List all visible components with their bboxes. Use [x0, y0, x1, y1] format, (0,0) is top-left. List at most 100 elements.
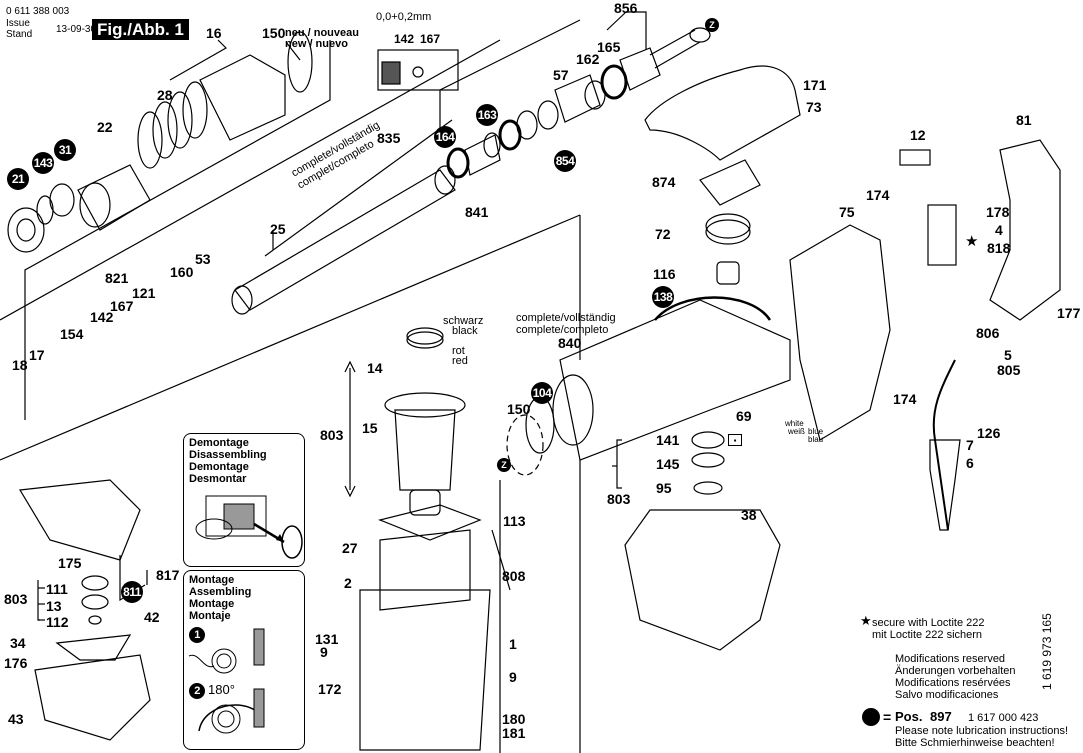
lube-badge-811[interactable]: 811	[121, 581, 143, 603]
callout-167[interactable]: 167	[110, 298, 134, 314]
callout-172[interactable]: 172	[318, 681, 342, 697]
callout-803-bearing[interactable]: 803	[4, 591, 28, 607]
callout-171[interactable]: 171	[803, 77, 827, 93]
ref-marker-z-top[interactable]: Z	[705, 18, 719, 32]
part-81-rear-handle	[989, 139, 1061, 321]
callout-178[interactable]: 178	[986, 204, 1010, 220]
part-57-shape	[554, 74, 601, 123]
callout-28[interactable]: 28	[157, 87, 173, 103]
callout-111[interactable]: 111	[46, 581, 68, 597]
callout-4[interactable]: 4	[995, 222, 1003, 238]
lube-badge-21[interactable]: 21	[7, 168, 29, 190]
loctite-note: ★ secure with Loctite 222 mit Loctite 22…	[860, 614, 985, 641]
callout-113[interactable]: 113	[503, 513, 526, 529]
callout-38[interactable]: 38	[741, 507, 757, 523]
callout-1[interactable]: 1	[509, 636, 517, 652]
callout-818[interactable]: 818	[987, 240, 1011, 256]
callout-840[interactable]: 840	[558, 335, 582, 351]
callout-9-left[interactable]: 9	[320, 644, 328, 660]
callout-808[interactable]: 808	[502, 568, 526, 584]
callout-95[interactable]: 95	[656, 480, 672, 496]
wire-label-blau: blau	[808, 435, 824, 444]
lube-badge-104[interactable]: 104	[531, 382, 553, 404]
callout-75[interactable]: 75	[839, 204, 855, 220]
lube-badge-143[interactable]: 143	[32, 152, 54, 174]
callout-817[interactable]: 817	[156, 567, 180, 583]
callout-5[interactable]: 5	[1004, 347, 1012, 363]
callout-821[interactable]: 821	[105, 270, 129, 286]
callout-9-right[interactable]: 9	[509, 669, 517, 685]
lube-badge-163[interactable]: 163	[476, 104, 498, 126]
callout-15[interactable]: 15	[362, 420, 378, 436]
callout-16[interactable]: 16	[206, 25, 222, 41]
loctite-en: secure with Loctite 222	[872, 617, 985, 629]
callout-142[interactable]: 142	[90, 309, 114, 325]
callout-181[interactable]: 181	[502, 725, 526, 741]
callout-154[interactable]: 154	[60, 326, 84, 342]
callout-145[interactable]: 145	[656, 456, 680, 472]
callout-806[interactable]: 806	[976, 325, 1000, 341]
callout-165[interactable]: 165	[597, 39, 621, 55]
callout-174-top[interactable]: 174	[866, 187, 890, 203]
callout-17[interactable]: 17	[29, 347, 45, 363]
callout-2[interactable]: 2	[344, 575, 352, 591]
callout-81[interactable]: 81	[1016, 112, 1032, 128]
lube-note-en: Please note lubrication instructions!	[895, 725, 1069, 737]
part-43-base	[34, 654, 151, 741]
callout-73[interactable]: 73	[806, 99, 822, 115]
callout-6[interactable]: 6	[966, 455, 974, 471]
callout-803-housing[interactable]: 803	[607, 491, 631, 507]
montage-instruction-box: Montage Assembling Montage Montaje 1 2 1…	[183, 570, 305, 750]
callout-42[interactable]: 42	[144, 609, 160, 625]
callout-180[interactable]: 180	[502, 711, 526, 727]
callout-162[interactable]: 162	[576, 51, 600, 67]
montage-en: Assembling	[189, 586, 252, 598]
callout-874[interactable]: 874	[652, 174, 676, 190]
callout-856[interactable]: 856	[614, 0, 638, 16]
callout-14[interactable]: 14	[367, 360, 383, 376]
callout-150-new[interactable]: 150	[262, 25, 286, 41]
callout-126[interactable]: 126	[977, 425, 1001, 441]
callout-160[interactable]: 160	[170, 264, 194, 280]
callout-121[interactable]: 121	[132, 285, 156, 301]
mod-en: Modifications reserved	[895, 653, 1006, 665]
part-31-shape	[49, 183, 75, 217]
callout-72[interactable]: 72	[655, 226, 671, 242]
ref-marker-z-bottom[interactable]: Z	[497, 458, 511, 472]
callout-175[interactable]: 175	[58, 555, 82, 571]
lube-badge-854[interactable]: 854	[554, 150, 576, 172]
lube-badge-164[interactable]: 164	[434, 126, 456, 148]
callout-150-housing[interactable]: 150	[507, 401, 531, 417]
callout-27[interactable]: 27	[342, 540, 358, 556]
callout-18[interactable]: 18	[12, 357, 28, 373]
part-150-ring	[287, 31, 313, 93]
callout-22[interactable]: 22	[97, 119, 113, 135]
part-138-wire	[654, 296, 772, 321]
part-145-shape	[691, 452, 725, 468]
callout-25[interactable]: 25	[270, 221, 286, 237]
callout-43[interactable]: 43	[8, 711, 24, 727]
callout-141[interactable]: 141	[656, 432, 680, 448]
callout-53[interactable]: 53	[195, 251, 211, 267]
callout-7[interactable]: 7	[966, 437, 974, 453]
loctite-star-icon: ★	[965, 233, 979, 250]
callout-12[interactable]: 12	[910, 127, 926, 143]
part-95-shape	[693, 481, 723, 495]
callout-34[interactable]: 34	[10, 635, 26, 651]
callout-13[interactable]: 13	[46, 598, 62, 614]
callout-69[interactable]: 69	[736, 408, 752, 424]
callout-841[interactable]: 841	[465, 204, 489, 220]
callout-835[interactable]: 835	[377, 130, 401, 146]
callout-57[interactable]: 57	[553, 67, 569, 83]
callout-177[interactable]: 177	[1057, 305, 1081, 321]
callout-116[interactable]: 116	[653, 266, 676, 282]
callout-112[interactable]: 112	[46, 614, 69, 630]
callout-176[interactable]: 176	[4, 655, 28, 671]
lube-badge-31[interactable]: 31	[54, 139, 76, 161]
callout-174-handle[interactable]: 174	[893, 391, 917, 407]
demontage-en: Disassembling	[189, 449, 267, 461]
callout-131[interactable]: 131	[315, 631, 339, 647]
callout-805[interactable]: 805	[997, 362, 1021, 378]
callout-803-armature[interactable]: 803	[320, 427, 344, 443]
lube-badge-138[interactable]: 138	[652, 286, 674, 308]
